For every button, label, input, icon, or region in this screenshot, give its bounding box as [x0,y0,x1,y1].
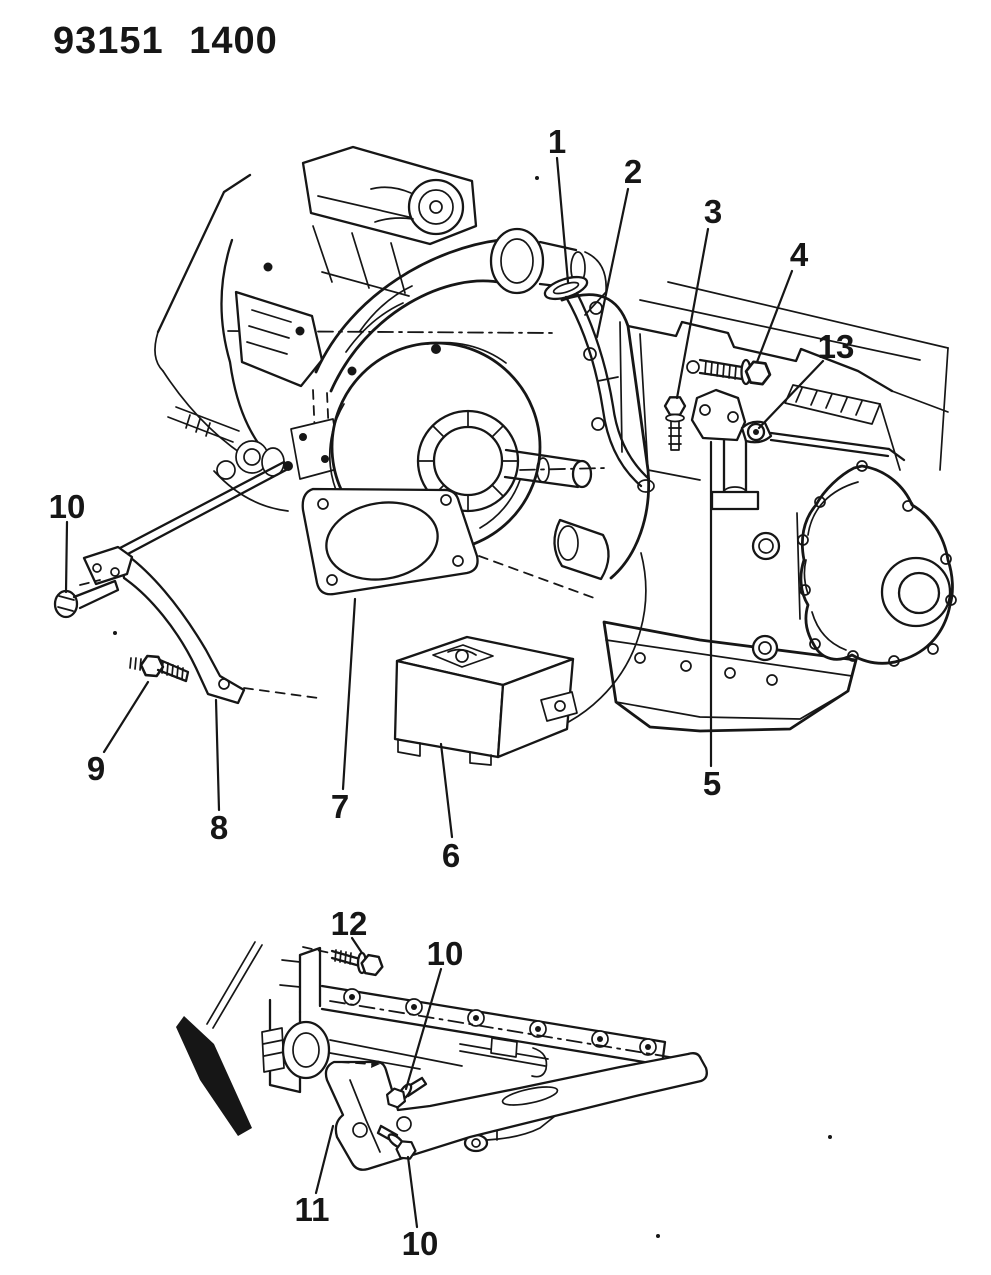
diagram-code: 93151 1400 [53,20,278,62]
callout-label-main-assembly-1: 1 [548,123,566,160]
suspension-art [118,406,342,558]
callout-label-mount-detail-10-lower: 10 [402,1225,439,1262]
air-hose-art [314,227,607,393]
callout-leader-main-assembly-6 [439,742,454,839]
callout-leader-main-assembly-9 [102,680,150,754]
callout-leader-main-assembly-13 [757,359,825,430]
dust-cover-plate-art [301,487,598,600]
transaxle-art [553,293,957,733]
mount-detail-art [176,941,832,1238]
bolt-10-left-icon [53,579,120,619]
cover-bolt-bosses [797,460,957,667]
callout-leader-main-assembly-4 [755,269,794,364]
print-speck [828,1135,832,1139]
callout-label-main-assembly-4: 4 [790,236,809,273]
engine-art [154,145,557,473]
callout-leader-main-assembly-10-left [64,520,69,594]
bolt-4-icon [686,358,773,387]
bolt-3-icon [663,396,687,451]
callout-label-main-assembly-9: 9 [87,750,105,787]
bolt-10-lower-icon [376,1124,418,1161]
callout-leader-mount-detail-11 [314,1124,335,1195]
callout-leader-main-assembly-7 [341,597,357,791]
callout-leader-main-assembly-8 [214,698,221,812]
callout-label-mount-detail-10-upper: 10 [427,935,464,972]
callout-label-main-assembly-6: 6 [442,837,460,874]
callout-leader-main-assembly-3 [675,227,710,400]
callout-leader-main-assembly-1 [555,156,570,284]
callout-label-main-assembly-10-left: 10 [49,488,86,525]
callout-leader-main-assembly-2 [595,187,630,339]
callout-label-mount-detail-11: 11 [295,1191,330,1228]
main-assembly-art [53,145,957,766]
dipstick-art [543,275,655,493]
callout-leader-mount-detail-12 [350,936,364,955]
mount-bracket-art [324,1052,708,1171]
callout-leader-mount-detail-10-upper [404,967,443,1091]
callout-label-main-assembly-7: 7 [331,788,349,825]
bolt-12-icon [302,946,386,978]
callout-leader-mount-detail-10-lower [406,1155,419,1229]
engine-front-art [176,941,701,1153]
bolt-10-upper-icon [383,1076,428,1111]
callout-label-mount-detail-12: 12 [331,905,368,942]
callout-label-main-assembly-3: 3 [704,193,722,230]
body-rail-art [639,281,949,471]
shift-lever-art [740,420,906,462]
support-bracket-art [79,545,319,705]
callout-label-main-assembly-5: 5 [703,765,721,802]
callout-label-main-assembly-2: 2 [624,153,642,190]
callout-label-main-assembly-13: 13 [818,328,855,365]
print-speck [535,176,539,180]
stud-9-icon [129,654,190,683]
callout-label-main-assembly-8: 8 [210,809,228,846]
mount-insulator-art [393,635,578,766]
print-speck [656,1234,660,1238]
